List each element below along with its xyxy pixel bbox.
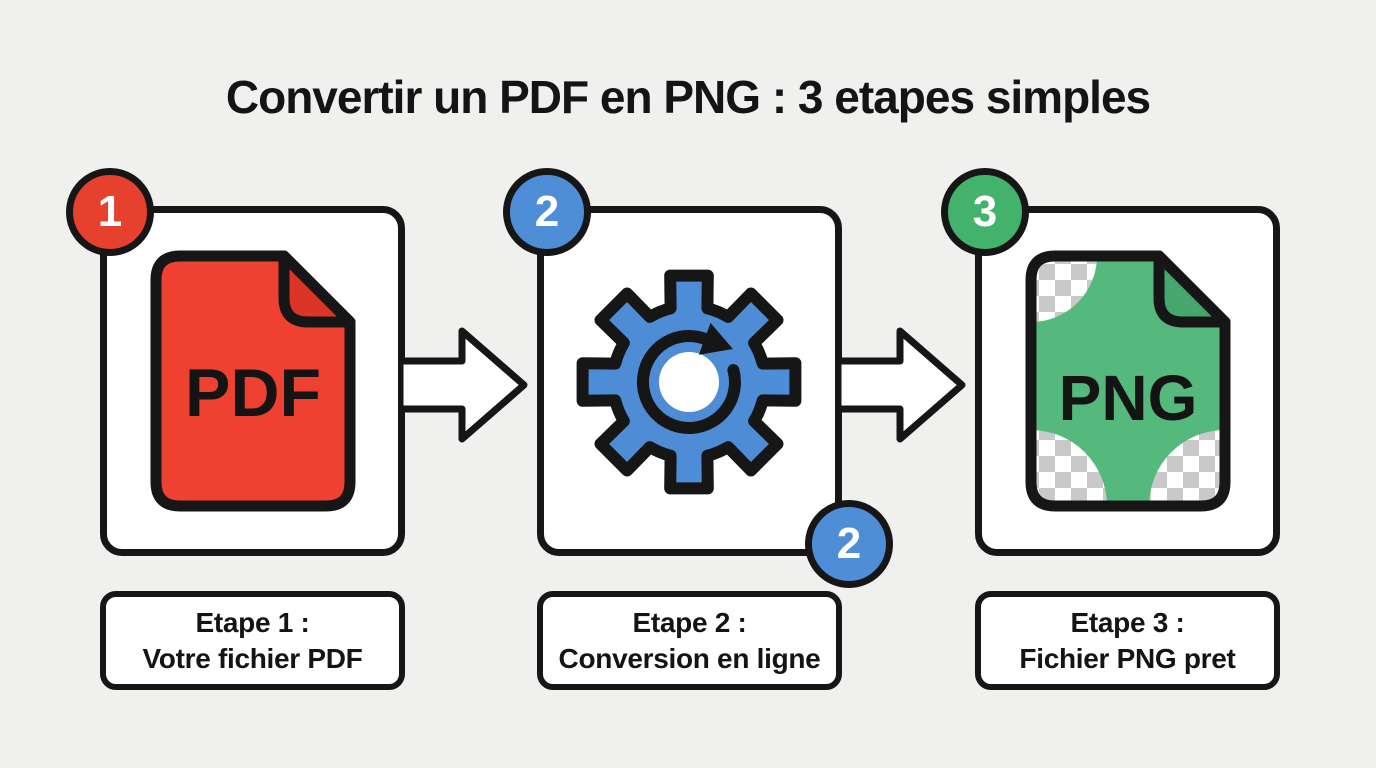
step-1-panel: PDF	[100, 206, 405, 556]
step-2-caption-line1: Etape 2 :	[632, 606, 747, 638]
step-3-caption: Etape 3 : Fichier PNG pret	[975, 591, 1280, 690]
step-3-number-badge: 3	[941, 168, 1029, 256]
step-2-corner-badge: 2	[805, 500, 893, 588]
step-2-number-badge: 2	[503, 168, 591, 256]
step-3-panel: PNG	[975, 206, 1280, 556]
step-3-caption-line1: Etape 3 :	[1070, 606, 1185, 638]
step-3-number: 3	[972, 187, 998, 236]
step-2-number: 2	[534, 187, 560, 236]
pdf-file-label: PDF	[185, 355, 321, 431]
page-title: Convertir un PDF en PNG : 3 etapes simpl…	[225, 71, 1151, 123]
refresh-arrow-head	[698, 322, 733, 355]
step-3-caption-line2: Fichier PNG pret	[1019, 642, 1236, 674]
arrow-step2-to-step3	[837, 327, 966, 443]
conversion-gear-icon	[576, 269, 802, 495]
step-2-caption-line2: Conversion en ligne	[558, 642, 821, 674]
gear-center-hole	[659, 352, 719, 412]
transparency-checker-corners	[1030, 256, 1225, 506]
step-1-number-badge: 1	[66, 168, 154, 256]
refresh-arrow-arc	[636, 330, 741, 435]
png-file-icon: PNG	[1025, 250, 1230, 512]
step-1-caption-line2: Votre fichier PDF	[142, 642, 363, 674]
step-1-caption-line1: Etape 1 :	[195, 606, 310, 638]
step-1-number: 1	[97, 187, 123, 236]
arrow-step1-to-step2	[399, 327, 528, 443]
pdf-file-icon: PDF	[150, 250, 355, 512]
step-2-corner-number: 2	[836, 519, 862, 568]
step-1-caption: Etape 1 : Votre fichier PDF	[100, 591, 405, 690]
png-file-label: PNG	[1058, 362, 1197, 434]
step-2-caption: Etape 2 : Conversion en ligne	[537, 591, 842, 690]
